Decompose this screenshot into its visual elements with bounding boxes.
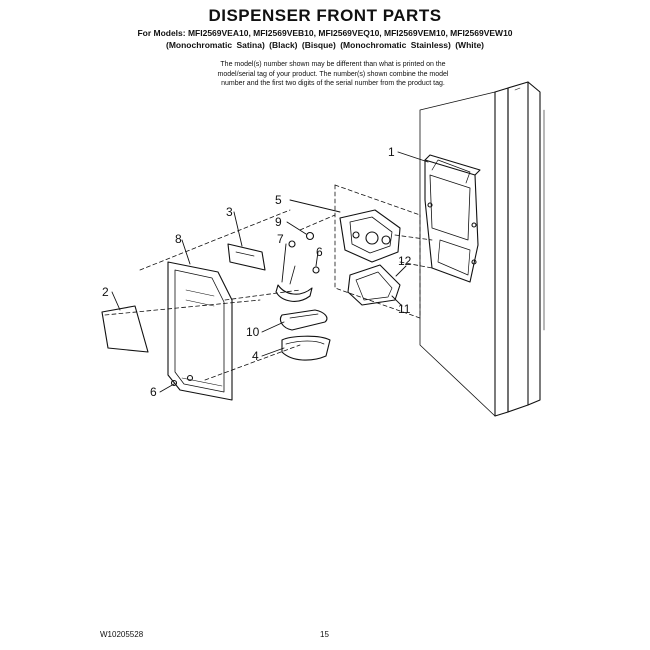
screws: [170, 231, 320, 387]
callout-5: 5: [275, 193, 282, 207]
front-frame: [167, 261, 233, 401]
callout-3: 3: [226, 205, 233, 219]
callout-6: 6: [150, 385, 157, 399]
alignment-lines: [104, 184, 433, 381]
page-number: 15: [320, 630, 329, 639]
label-part: [227, 243, 266, 271]
model-note: The model(s) number shown may be differe…: [188, 60, 478, 89]
callout-7: 7: [277, 232, 284, 246]
paddle-part: [279, 309, 328, 331]
refrigerator-door: [419, 81, 545, 417]
callout-6: 6: [316, 245, 323, 259]
callout-12: 12: [398, 254, 412, 268]
callout-2: 2: [102, 285, 109, 299]
callout-labels: 1 5 3 9 8 7 6 12 2 11 10 4 6: [102, 145, 412, 399]
callout-9: 9: [275, 215, 282, 229]
callout-10: 10: [246, 325, 260, 339]
model-list: For Models: MFI2569VEA10, MFI2569VEB10, …: [137, 28, 513, 38]
callout-4: 4: [252, 349, 259, 363]
lever-part: [275, 265, 313, 302]
callout-8: 8: [175, 232, 182, 246]
note-line: The model(s) number shown may be differe…: [220, 61, 446, 68]
note-line: model/serial tag of your product. The nu…: [217, 70, 449, 78]
document-number: W10205528: [100, 630, 144, 639]
leader-lines: [111, 151, 429, 393]
callout-1: 1: [388, 145, 395, 159]
actuator-assembly: [339, 209, 401, 263]
face-panel: [101, 305, 149, 353]
page-title: DISPENSER FRONT PARTS: [208, 6, 442, 25]
color-list: (Monochromatic Satina) (Black) (Bisque) …: [165, 40, 485, 50]
chute-bracket: [347, 264, 401, 306]
dispenser-housing: [424, 154, 481, 283]
drip-tray: [281, 335, 331, 361]
callout-11: 11: [398, 302, 411, 316]
note-line: number and the first two digits of the s…: [221, 80, 445, 87]
